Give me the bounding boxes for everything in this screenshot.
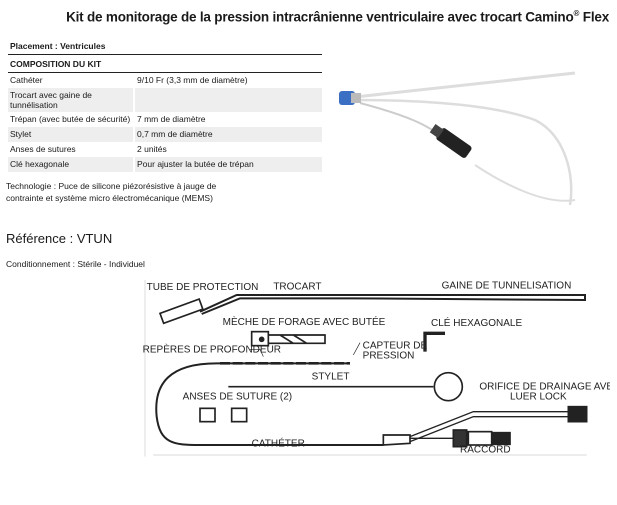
stylet-loop (433, 371, 464, 402)
title-suffix: Flex (579, 9, 609, 25)
item-name: Anses de sutures (8, 142, 135, 157)
drill-shaft (268, 334, 326, 345)
item-detail (135, 88, 322, 112)
suture-anchor-icon (230, 407, 248, 423)
reference-text: Référence : VTUN (6, 231, 113, 246)
packaging-text: Conditionnement : Stérile - Individuel (6, 259, 145, 269)
kit-diagram: TUBE DE PROTECTION TROCART GAINE DE TUNN… (143, 280, 610, 457)
item-name: Trépan (avec butée de sécurité) (8, 112, 135, 127)
item-name: Trocart avec gaine de tunnélisation (8, 88, 135, 112)
label-catheter: CATHÉTER (252, 437, 305, 450)
hex-key-icon (423, 331, 445, 352)
label-capteur-1: CAPTEUR DE (363, 340, 428, 351)
label-anses: ANSES DE SUTURE (2) (183, 391, 292, 402)
item-detail: 2 unités (137, 144, 167, 154)
label-meche: MÈCHE DE FORAGE AVEC BUTÉE (223, 315, 386, 328)
cable-2 (474, 164, 576, 202)
catheter-line (155, 362, 384, 446)
label-stylet: STYLET (312, 371, 350, 382)
item-detail: 0,7 mm de diamètre (137, 129, 213, 139)
item-name: Stylet (8, 127, 135, 142)
title-text: Kit de monitorage de la pression intracr… (66, 9, 574, 25)
kit-composition-table: Placement : Ventricules COMPOSITION DU K… (8, 38, 322, 172)
label-raccord: RACCORD (460, 445, 511, 456)
diagram-frame (144, 280, 587, 457)
item-detail: 7 mm de diamètre (137, 114, 206, 124)
label-capteur-2: PRESSION (363, 350, 415, 361)
placement-label: Placement : Ventricules (8, 38, 322, 55)
trocart-line (199, 294, 586, 315)
connector-hub (351, 93, 361, 103)
item-detail: Pour ajuster la butée de trépan (137, 159, 254, 169)
registered-mark: ® (573, 9, 580, 18)
suture-anchor-icon (199, 407, 216, 423)
connector-icon (452, 429, 468, 448)
page-title: Kit de monitorage de la pression intracr… (66, 9, 609, 25)
technology-text: Technologie : Puce de silicone piézorési… (6, 181, 217, 203)
luer-lock-icon (567, 405, 588, 423)
table-row: Trocart avec gaine de tunnélisation (8, 88, 322, 112)
label-gaine: GAINE DE TUNNELISATION (442, 280, 572, 291)
table-row: Trépan (avec butée de sécurité)7 mm de d… (8, 112, 322, 127)
protection-tube-icon (158, 298, 204, 325)
cable (359, 102, 446, 141)
label-reperes: REPÈRES DE PROFONDEUR (143, 343, 281, 356)
composition-header: COMPOSITION DU KIT (8, 56, 322, 73)
label-orifice-2: LUER LOCK (510, 391, 567, 402)
label-cle: CLÉ HEXAGONALE (431, 316, 522, 329)
y-junction (382, 434, 411, 446)
label-orifice-1: ORIFICE DE DRAINAGE AVEC (479, 381, 610, 392)
product-photo (339, 71, 576, 206)
item-name: Cathéter (8, 73, 135, 88)
label-trocart: TROCART (273, 281, 321, 292)
label-tube: TUBE DE PROTECTION (147, 282, 259, 293)
item-name: Clé hexagonale (8, 157, 135, 172)
drain-line (409, 411, 570, 443)
catheter-tube (354, 71, 576, 99)
drain-tube (354, 98, 573, 206)
black-connector-icon (429, 124, 472, 158)
item-detail: 9/10 Fr (3,3 mm de diamètre) (137, 75, 248, 85)
